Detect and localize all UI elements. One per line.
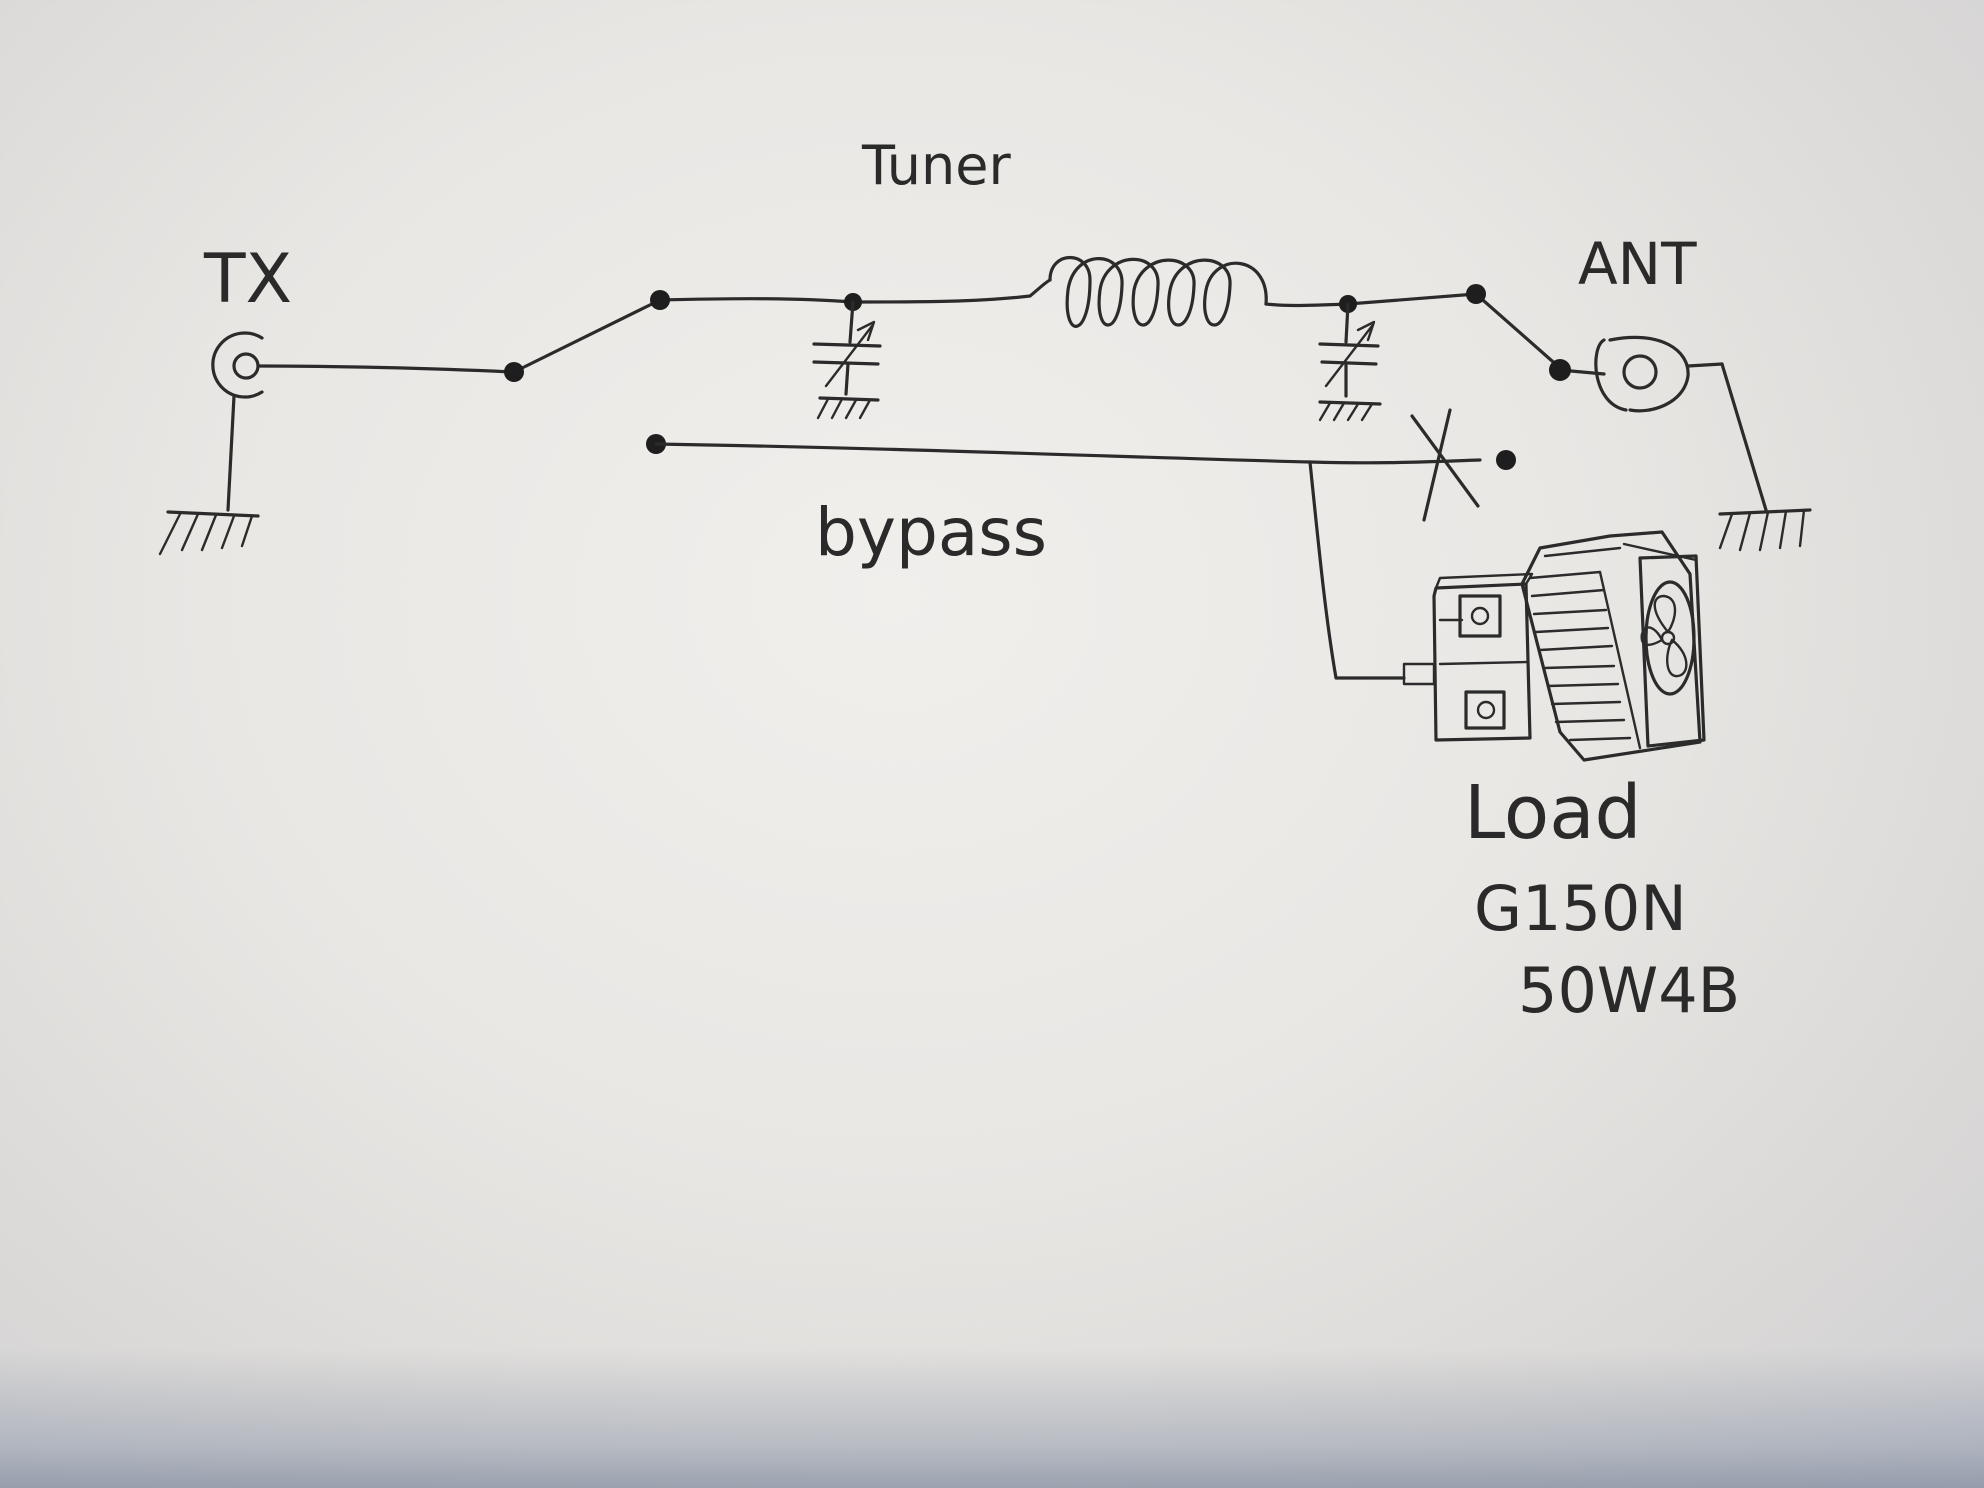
ant-connector-icon <box>1594 335 1768 512</box>
main-wiring <box>256 278 1606 376</box>
model-label-line1: G150N <box>1474 872 1687 945</box>
tx-connector-icon <box>211 331 264 512</box>
bypass-end-dot <box>1496 450 1516 470</box>
ant-label: ANT <box>1578 230 1697 298</box>
ant-ground-icon <box>1718 508 1812 552</box>
bypass-wiring <box>654 408 1482 680</box>
bypass-label: bypass <box>815 494 1047 571</box>
tuner-label: Tuner <box>861 134 1011 197</box>
ant-switch-common-dot <box>1549 359 1571 381</box>
variable-capacitor-1-icon <box>812 300 882 420</box>
ant-switch-tuner-dot <box>1466 284 1486 304</box>
tx-switch-dot <box>504 362 524 382</box>
fan-icon <box>1638 554 1706 748</box>
inductor-icon <box>1048 255 1268 328</box>
load-label: Load <box>1464 770 1642 856</box>
tx-ground-icon <box>158 510 260 556</box>
heatsink-icon <box>1520 530 1702 762</box>
load-resistor-icon <box>1402 572 1534 742</box>
tuner-switch-dot <box>650 290 670 310</box>
variable-capacitor-2-icon <box>1318 302 1382 422</box>
tx-label: TX <box>203 240 292 319</box>
model-label-line2: 50W4B <box>1518 954 1740 1027</box>
